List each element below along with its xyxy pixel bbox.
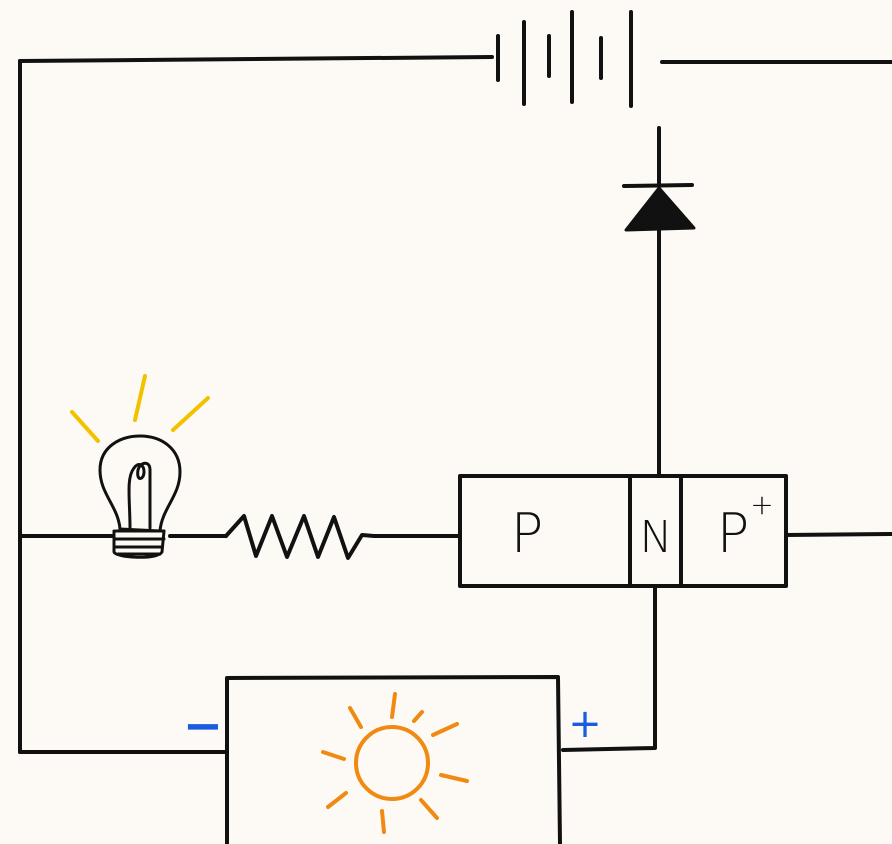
positive-terminal-label: + xyxy=(568,701,602,747)
solar-cell-body xyxy=(225,675,562,844)
bulb-glass xyxy=(98,434,182,533)
region-p-plus-superscript: + xyxy=(750,488,773,521)
diode-icon xyxy=(622,183,696,232)
pnp-semiconductor: P N P + xyxy=(458,474,788,588)
device-body xyxy=(458,474,788,588)
negative-terminal-label: − xyxy=(183,698,223,754)
bulb-glow-rays xyxy=(70,374,210,443)
solar-cell: − + xyxy=(183,675,602,844)
bulb-base xyxy=(112,529,166,559)
resistor-icon xyxy=(224,514,376,560)
wires xyxy=(18,55,892,754)
region-p-label: P xyxy=(511,502,544,565)
wire-top-left xyxy=(18,55,494,63)
sun-icon xyxy=(321,692,469,834)
region-n-label: N xyxy=(640,512,673,563)
region-p-plus-label: P xyxy=(717,502,750,565)
light-bulb-icon xyxy=(70,374,210,559)
battery-icon xyxy=(496,10,633,108)
wire-device-to-solar xyxy=(561,584,657,752)
wire-device-to-right xyxy=(784,532,892,537)
bulb-filament xyxy=(127,461,152,530)
